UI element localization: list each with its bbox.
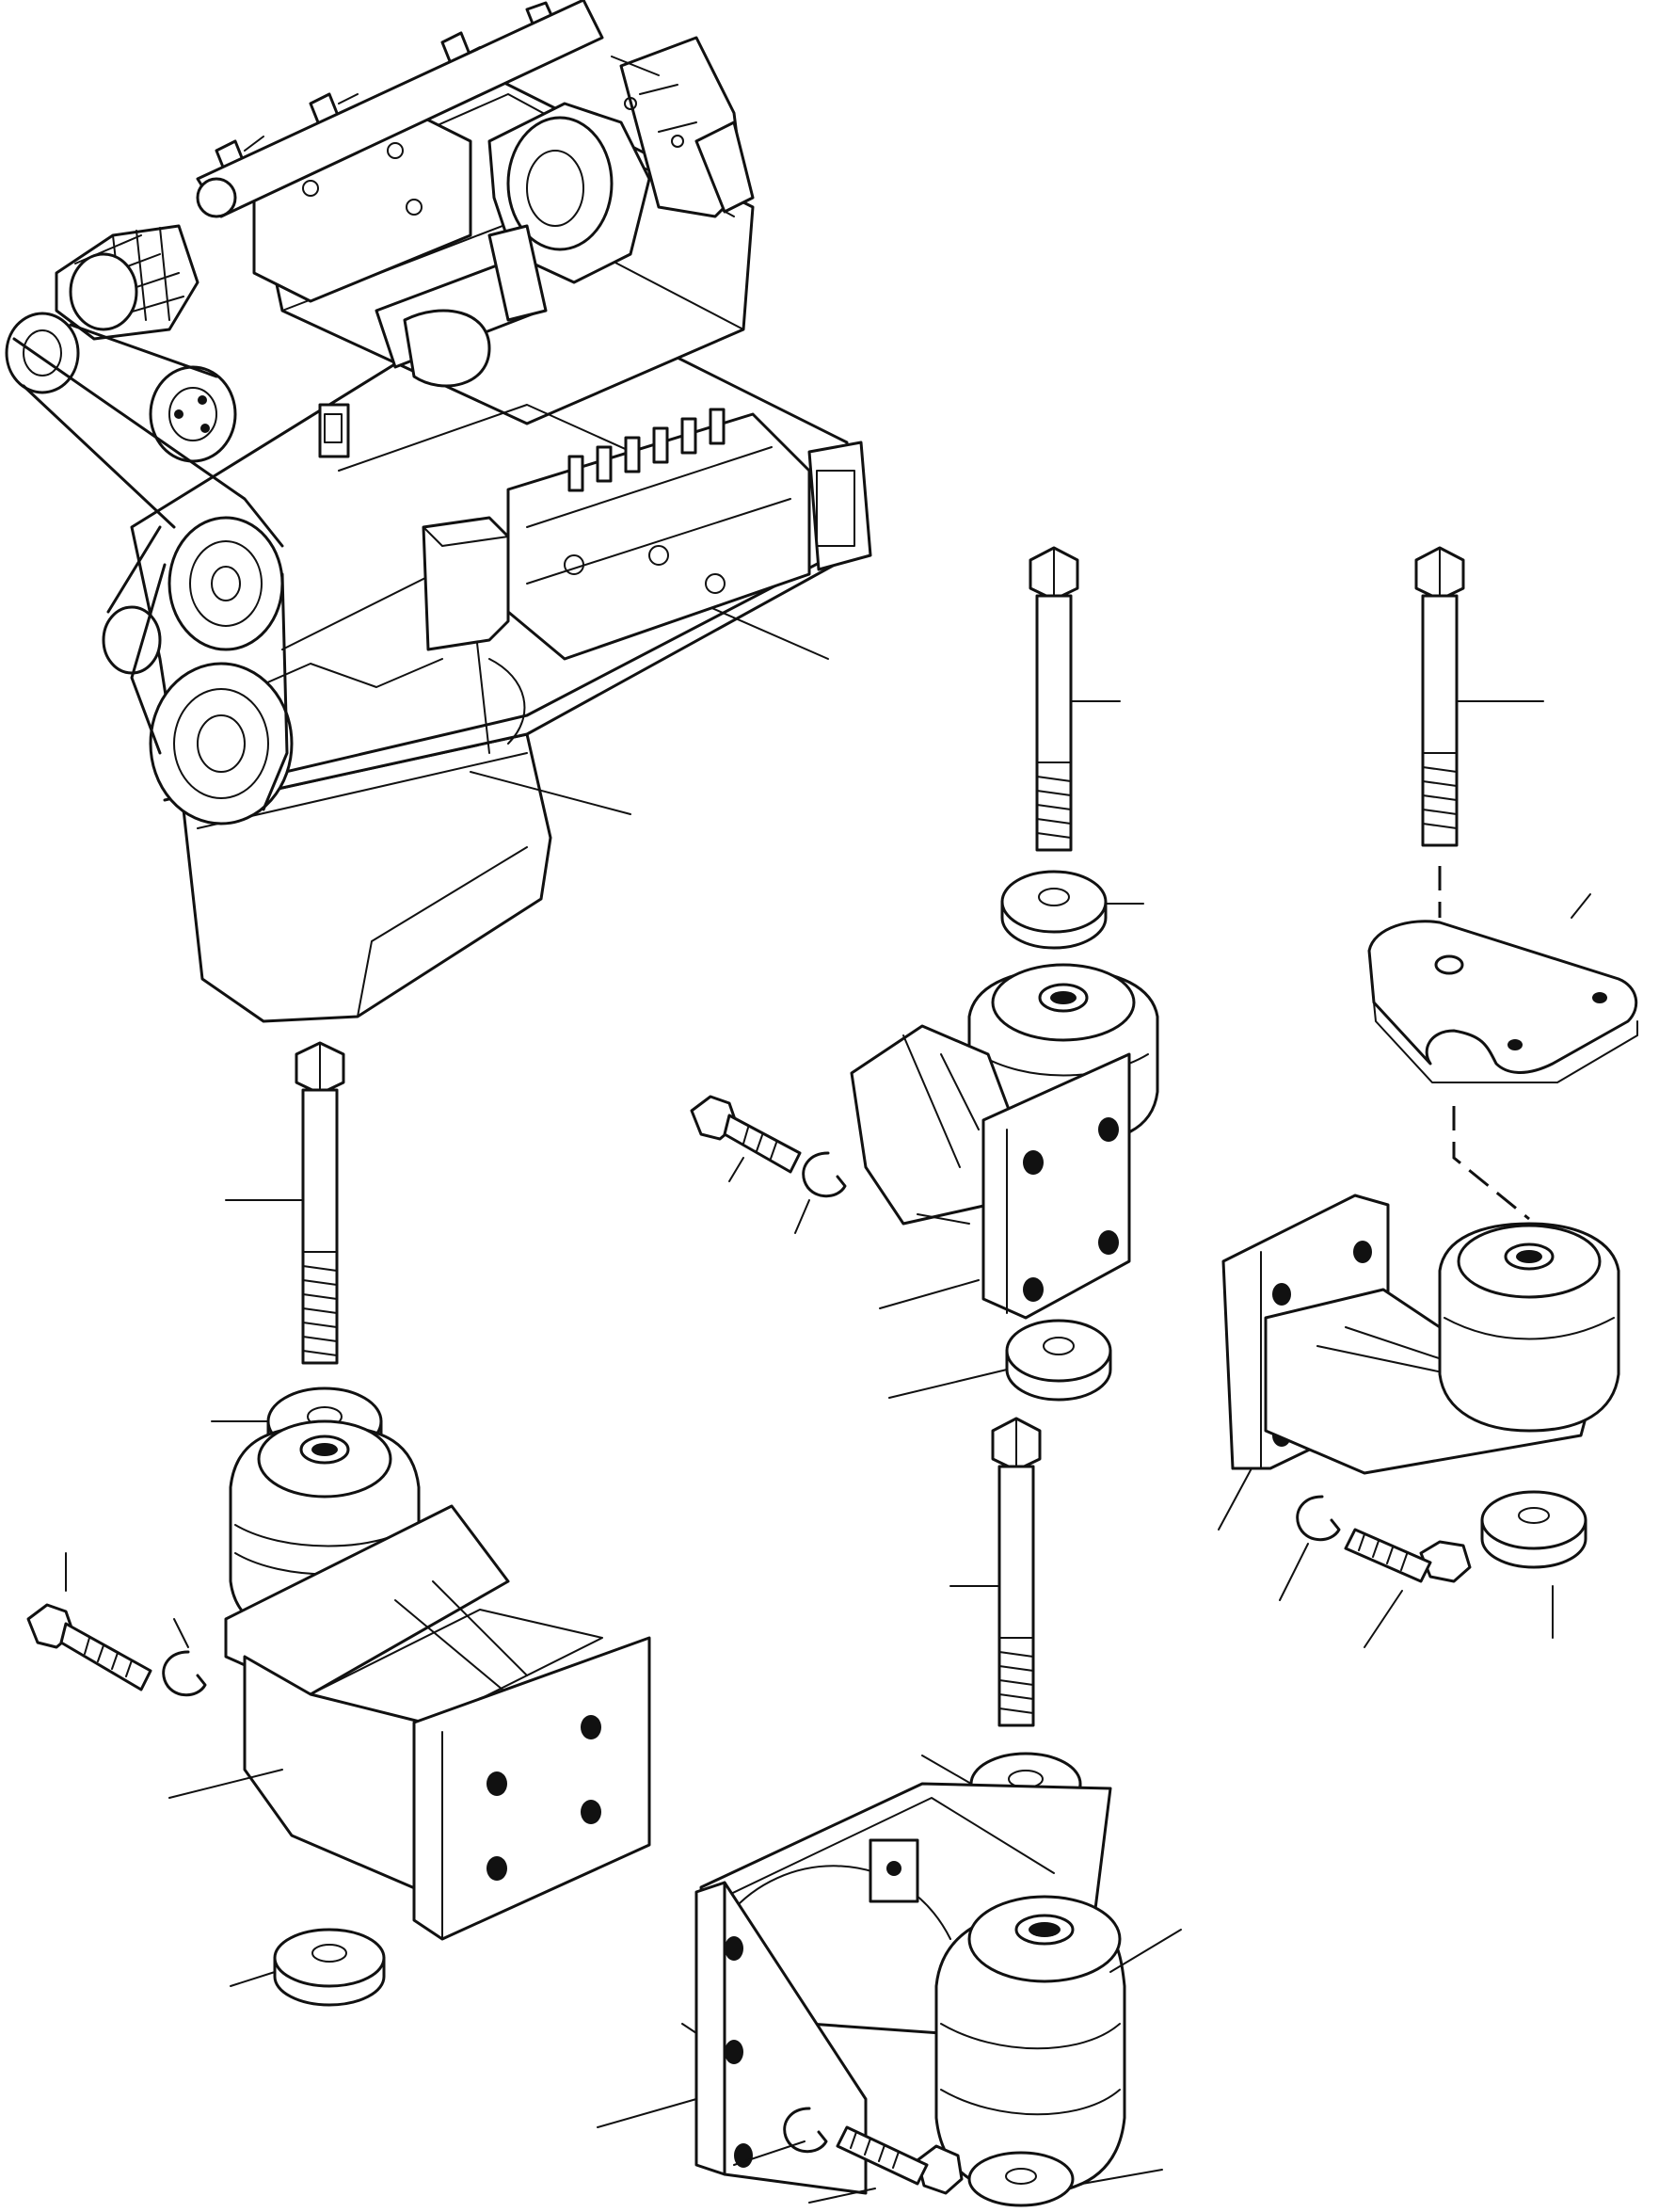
engine-assembly: [5, 0, 872, 1023]
right-side-mount-group: [1218, 546, 1638, 1648]
rear-mount-group: [597, 1417, 1182, 2207]
front-left-mount-group: [26, 1041, 651, 2007]
front-right-mount-group: [690, 546, 1159, 1402]
